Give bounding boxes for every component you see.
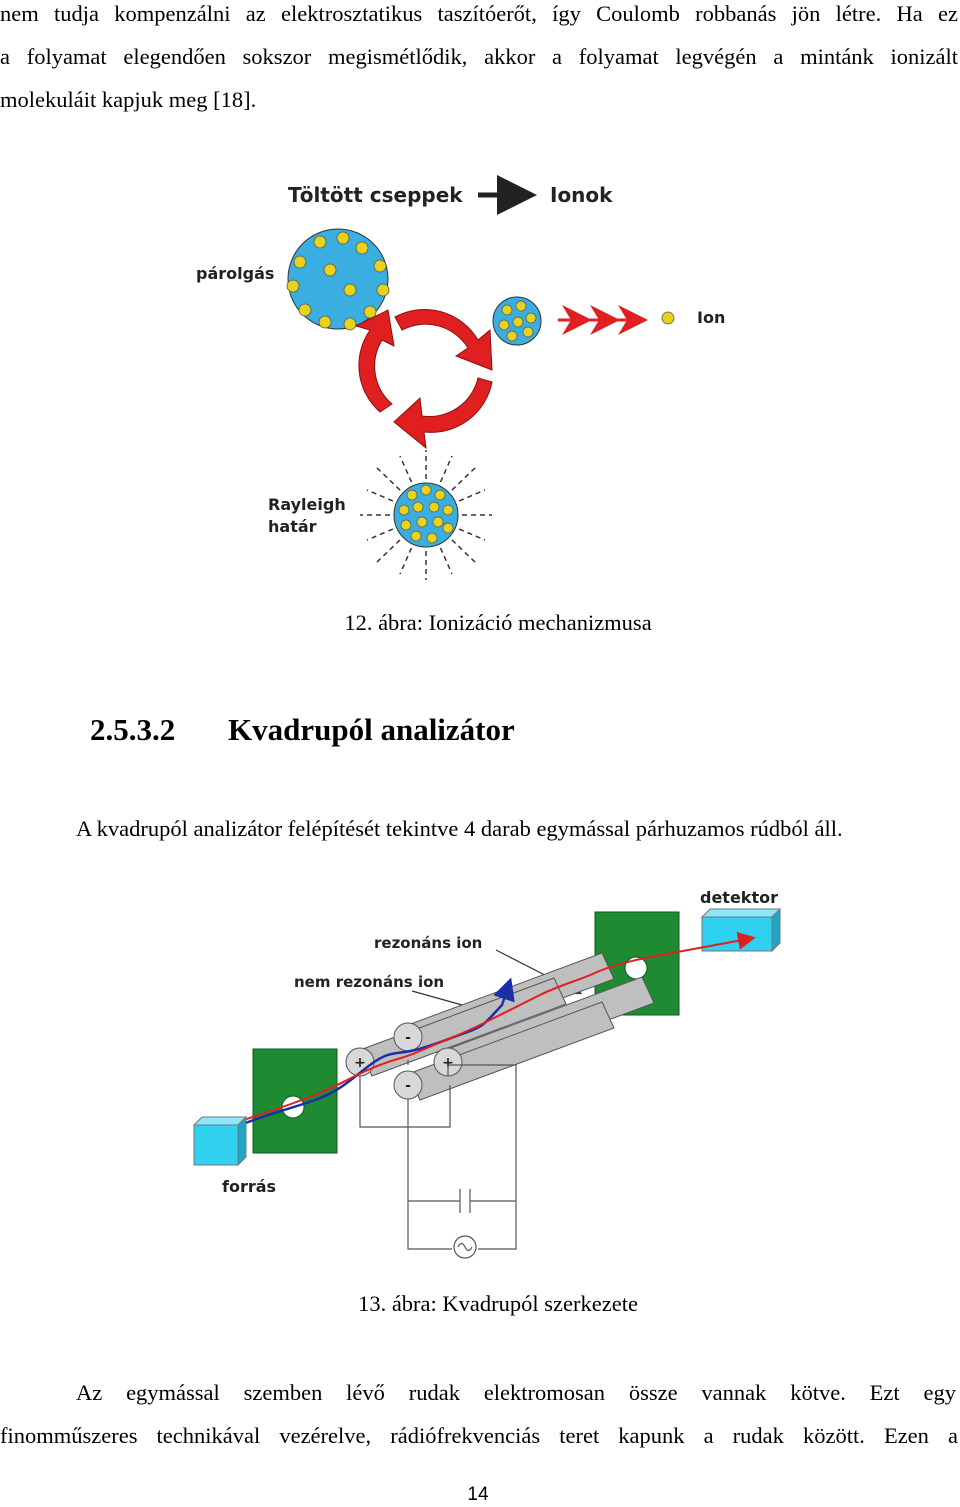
figure-12-caption: 12. ábra: Ionizáció mechanizmusa bbox=[344, 610, 652, 635]
label-evaporation: párolgás bbox=[196, 264, 274, 283]
rod-sign-bottom: - bbox=[405, 1078, 411, 1094]
large-droplet bbox=[286, 228, 390, 331]
bottom-paragraph: Az egymással szemben lévő rudak elektrom… bbox=[0, 1371, 958, 1457]
label-resonant-ion: rezonáns ion bbox=[374, 934, 482, 952]
rod-sign-right: + bbox=[442, 1055, 454, 1071]
label-rayleigh-line2: határ bbox=[268, 517, 317, 536]
paragraph-line: a folyamat elegendően sokszor megismétlő… bbox=[0, 44, 958, 69]
section-title: Kvadrupól analizátor bbox=[228, 712, 515, 747]
label-source: forrás bbox=[222, 1177, 276, 1196]
cycle-arrows-icon bbox=[354, 308, 493, 450]
figure-title-charged-droplets: Töltött cseppek bbox=[288, 183, 463, 207]
label-ion: Ion bbox=[697, 308, 725, 327]
wiring-circuit bbox=[359, 1060, 517, 1250]
single-ion bbox=[661, 311, 675, 325]
label-rayleigh-line1: Rayleigh bbox=[268, 495, 346, 514]
label-detector: detektor bbox=[700, 888, 778, 907]
top-paragraph: nem tudja kompenzálni az elektrosztatiku… bbox=[0, 0, 958, 121]
intro-paragraph: A kvadrupól analizátor felépítését tekin… bbox=[76, 816, 843, 841]
ac-source-icon bbox=[453, 1235, 477, 1259]
section-number: 2.5.3.2 bbox=[90, 712, 176, 747]
figure-title-ions: Ionok bbox=[550, 183, 613, 207]
page-number: 14 bbox=[467, 1484, 489, 1505]
resonant-path bbox=[234, 931, 756, 1124]
section-heading: 2.5.3.2 Kvadrupól analizátor bbox=[90, 712, 515, 748]
ionization-figure: Töltött cseppek Ionok párolgás bbox=[196, 175, 725, 580]
nonresonant-path bbox=[234, 977, 515, 1129]
figure-13-caption: 13. ábra: Kvadrupól szerkezete bbox=[358, 1291, 638, 1316]
paragraph-line: finomműszeres technikával vezérelve, rád… bbox=[0, 1423, 958, 1448]
quadrupole-figure: detektor rezonáns ion nem rezonáns ion -… bbox=[192, 888, 782, 1259]
paragraph-line: molekuláit kapjuk meg [18]. bbox=[0, 87, 257, 112]
source-box bbox=[192, 1115, 248, 1167]
small-droplet bbox=[492, 296, 542, 346]
rayleigh-droplet bbox=[360, 450, 492, 580]
paragraph-line: Az egymással szemben lévő rudak elektrom… bbox=[76, 1380, 956, 1405]
rod-sign-top: - bbox=[405, 1030, 411, 1046]
rod-ends bbox=[345, 1022, 463, 1100]
label-nonresonant-ion: nem rezonáns ion bbox=[294, 973, 444, 991]
paragraph-line: nem tudja kompenzálni az elektrosztatiku… bbox=[0, 1, 958, 26]
rod-sign-left: + bbox=[354, 1055, 366, 1071]
